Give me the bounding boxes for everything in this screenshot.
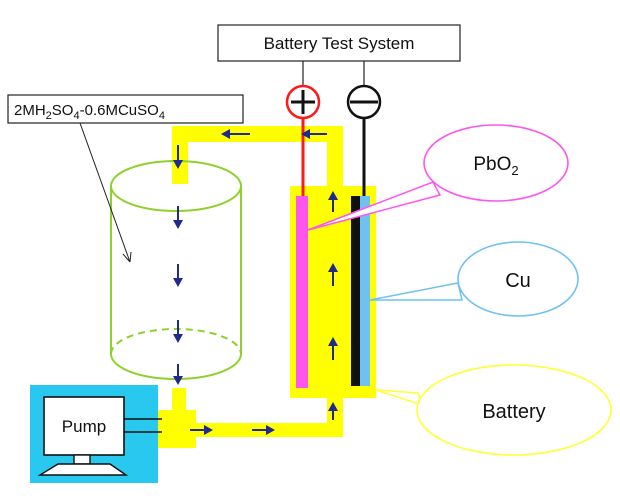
electrolyte-part-1: 2MH (14, 102, 46, 119)
electrolyte-sub-3: 4 (159, 110, 165, 122)
electrolyte-part-3: -0.6MCuSO (80, 102, 159, 119)
pump: Pump (30, 385, 162, 483)
flow-channel (158, 126, 376, 448)
cu-label: Cu (505, 270, 531, 292)
electrolyte-label: 2MH2SO4-0.6MCuSO4 (7, 94, 244, 124)
electrolyte-part-2: SO (52, 102, 74, 119)
electrolyte-tank (110, 160, 242, 380)
cu-callout: Cu (369, 241, 579, 317)
pump-label: Pump (62, 417, 106, 436)
pbo2-callout: PbO2 (307, 124, 569, 231)
electrolyte-pointer-head (122, 251, 132, 263)
pbo2-subscript: 2 (511, 163, 518, 178)
electrolyte-sub-1: 2 (46, 110, 52, 122)
monitor-icon (37, 396, 129, 476)
flow-arrow-up-4 (328, 191, 338, 212)
flow-arrow-down-3 (173, 264, 183, 287)
flow-arrow-right-2 (252, 425, 275, 435)
pbo2-label: PbO (473, 154, 511, 175)
flow-arrow-left-1 (221, 129, 250, 139)
negative-electrode (351, 196, 360, 386)
flow-arrow-up-2 (328, 337, 338, 360)
svg-text:2MH2SO4-0.6MCuSO4: 2MH2SO4-0.6MCuSO4 (14, 102, 165, 122)
flow-arrow-up-3 (328, 263, 338, 286)
minus-circle-icon (346, 84, 382, 120)
flow-arrow-down-1 (173, 145, 183, 169)
battery-test-system: Battery Test System (217, 24, 461, 62)
flow-arrow-left-2 (301, 129, 327, 139)
flow-arrow-down-5 (173, 364, 183, 385)
svg-text:PbO2: PbO2 (473, 154, 518, 178)
battery-label: Battery (482, 401, 545, 423)
positive-electrode-pbo2 (296, 196, 308, 388)
plus-circle-icon (285, 84, 321, 120)
electrolyte-pointer (79, 122, 131, 263)
flow-arrow-down-4 (173, 320, 183, 343)
flow-arrow-down-2 (173, 206, 183, 229)
battery-test-system-label: Battery Test System (264, 34, 415, 53)
flow-arrow-right-1 (190, 425, 213, 435)
electrolyte-sub-2: 4 (73, 110, 79, 122)
flow-arrow-up-1 (328, 402, 338, 420)
battery-callout: Battery (375, 364, 612, 456)
